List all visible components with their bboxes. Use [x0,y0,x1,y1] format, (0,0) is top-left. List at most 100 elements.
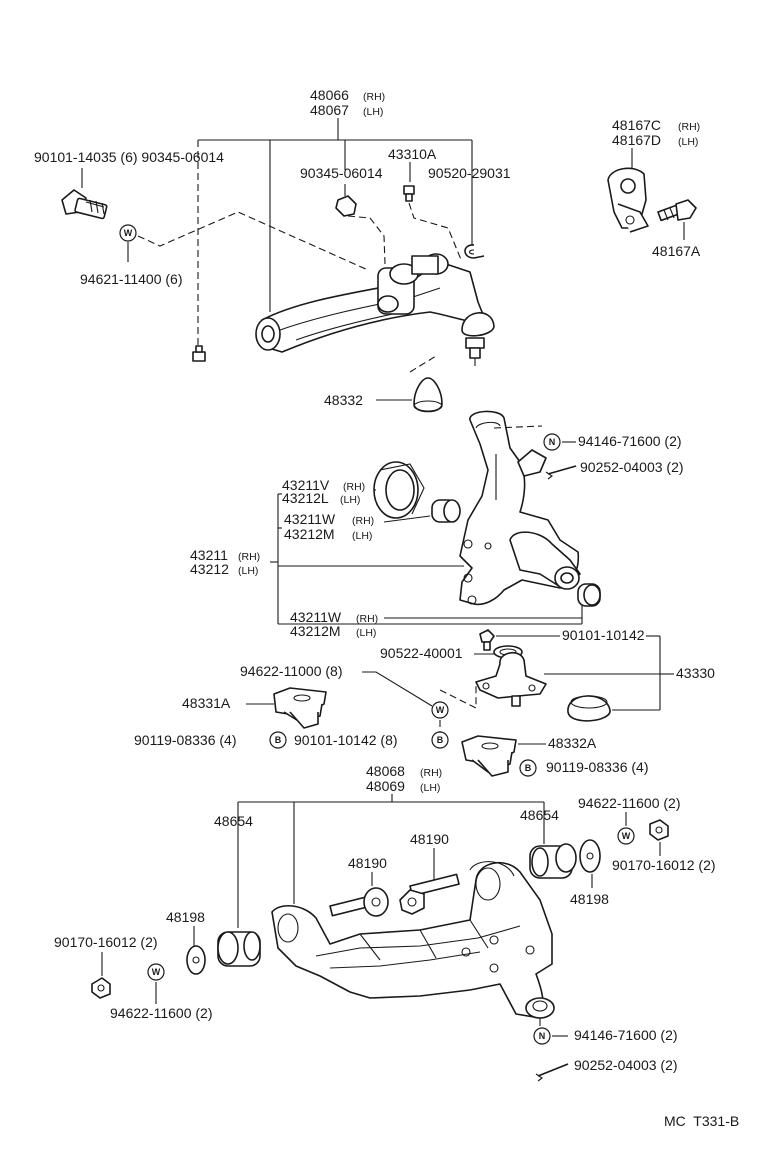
upper-bracket-part-b: 48167D [612,132,661,148]
washer-symbol-right: W [617,827,635,845]
lower-arm-part-b: 48069 [366,778,405,794]
label-48654-left: 48654 [214,813,253,829]
upper-arm-part-a: 48066 [310,87,349,103]
label-43211W-1: 43211W [284,511,336,527]
lower-arm-leader-lines [237,794,545,928]
lower-arm-lh: (LH) [420,782,440,794]
label-48332: 48332 [324,392,363,408]
label-48332A: 48332A [548,735,597,751]
label-48190-a: 48190 [348,855,387,871]
label-48167A: 48167A [652,243,701,259]
label-90520: 90520-29031 [428,165,511,181]
label-90119-right: 90119-08336 (4) [546,759,648,775]
label-43212M-1: 43212M [284,526,335,542]
upper-arm-part-b: 48067 [310,102,349,118]
cam-bolt-48190-b-part [399,873,460,915]
ball-joint-43330-part [475,652,547,707]
knuckle-part [459,410,581,606]
label-43212L-lh: (LH) [340,494,360,506]
bolt-symbol-letter-mid: B [437,735,444,745]
label-nut-upper: 90345-06014 [300,165,383,181]
plate-48198-right-part [579,839,601,873]
label-90119-left: 90119-08336 (4) [134,732,236,748]
label-48198-right: 48198 [570,891,609,907]
label-43211V: 43211V [282,477,330,493]
label-48190-b: 48190 [410,831,449,847]
label-94622-left: 94622-11600 (2) [110,1005,212,1021]
upper-bracket-part [607,167,649,233]
label-94146-bottom: 94146-71600 (2) [574,1027,678,1043]
label-94146-top: 94146-71600 (2) [578,433,682,449]
label-43212M-2: 43212M [290,623,341,639]
nut-90170-left-part [91,977,111,999]
label-90170-left: 90170-16012 (2) [54,934,158,950]
bolt-symbol-right: B [519,759,537,777]
label-43310A: 43310A [388,146,437,162]
bolt-90101-10142-part [479,629,495,651]
stopper-48331A-part [273,687,327,729]
label-bolt-upper: 90101-14035 (6) 90345-06014 [34,149,224,165]
label-94621: 94621-11400 (6) [80,271,182,287]
nut-90345-part [335,184,386,265]
nut-90170-right-part [649,819,669,841]
lower-arm-part [271,861,555,1019]
clip-90520-part [464,244,485,259]
label-43211V-rh: (RH) [343,481,365,493]
plate-48198-left-part [186,945,206,975]
bolt-symbol-letter-right: B [525,763,532,773]
nut-symbol-bottom: N [533,1027,551,1045]
fitting-43310A-part [403,185,463,263]
boot-43330-part [567,695,611,722]
label-90252-bottom: 90252-04003 (2) [574,1057,678,1073]
label-43211W-2-rh: (RH) [356,613,378,625]
bushing-48654-left-part [217,931,261,967]
bushing-48654-right-part [529,843,577,879]
bolt-symbol-letter-left: B [275,735,282,745]
knuckle-rh: (RH) [238,551,260,563]
bushing-43211W-lower-part [577,583,601,607]
washer-symbol-letter-8: W [436,705,445,715]
label-90252-top: 90252-04003 (2) [580,459,684,475]
upper-bracket-part-a: 48167C [612,117,661,133]
label-43212L: 43212L [282,490,329,506]
lower-arm-part-a: 48068 [366,763,405,779]
label-90170-right: 90170-16012 (2) [612,857,716,873]
label-94622-8: 94622-11000 (8) [240,663,342,679]
nut-symbol-top: N [543,433,561,451]
bolt-upper-part [61,168,108,220]
seal-43211V-part [373,461,425,519]
label-48331A: 48331A [182,695,231,711]
upper-bracket-lh: (LH) [678,136,698,148]
upper-arm-rh: (RH) [363,91,385,103]
knuckle-lh: (LH) [238,565,258,577]
knuckle-part-b: 43212 [190,561,229,577]
label-90522: 90522-40001 [380,645,463,661]
knuckle-bracket-lines [270,493,583,625]
label-48654-right: 48654 [520,807,559,823]
label-94622-right: 94622-11600 (2) [578,795,680,811]
bolt-symbol-mid: B [431,731,449,749]
upper-arm-part [255,253,495,366]
stopper-48332-dash [409,355,437,373]
washer-94622-8-symbol: W [431,701,449,719]
bolt-48167A-part [657,199,697,222]
label-upper-bracket: 48167C (RH) 48167D (LH) [612,117,700,148]
lower-arm-rh: (RH) [420,767,442,779]
stopper-48332A-part [461,735,517,777]
label-43211W-2: 43211W [290,609,342,625]
label-90101-10142: 90101-10142 [562,627,645,643]
cotter-pin-bottom [535,1063,569,1082]
bolt-symbol-left: B [269,731,287,749]
label-lower-arm: 48068 (RH) 48069 (LH) [366,763,442,794]
upper-arm-lh: (LH) [363,106,383,118]
label-43330: 43330 [676,665,715,681]
label-knuckle: 43211 (RH) 43212 (LH) [190,547,260,577]
label-48198-left: 48198 [166,909,205,925]
nut-symbol-letter-top: N [549,437,556,447]
cam-bolt-48190-a-part [329,887,389,917]
ball-joint-bracket-lines [544,635,661,711]
washer-94621-symbol: W [119,224,137,262]
grease-fitting-left [192,345,206,362]
